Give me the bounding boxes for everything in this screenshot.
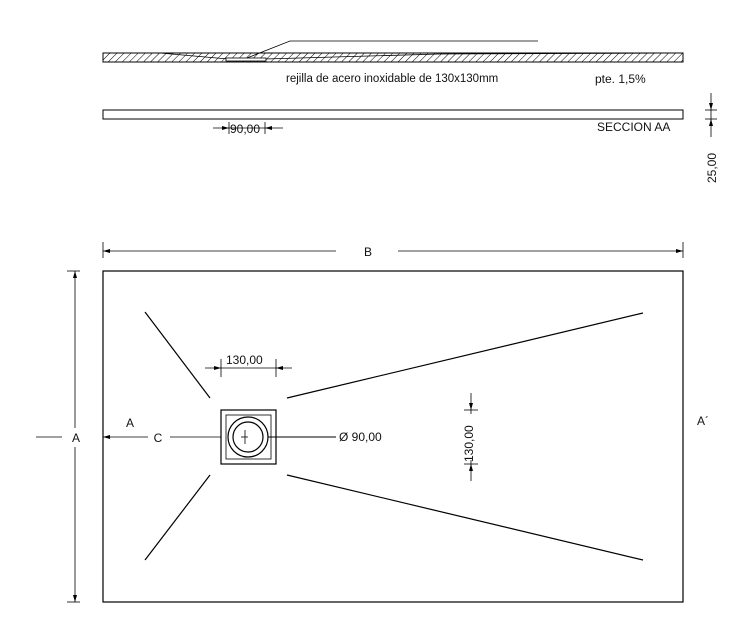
thickness-dimension: 25,00	[705, 93, 719, 183]
section-end-label: A´	[697, 414, 709, 428]
grate-outer	[220, 409, 277, 465]
tray-section-plain	[102, 109, 684, 120]
grate-note: rejilla de acero inoxidable de 130x130mm	[286, 73, 498, 85]
drain-circle-inner	[232, 421, 264, 453]
offset-label: C	[154, 431, 163, 445]
grate-width-label: 130,00	[226, 353, 263, 367]
slope-lines	[144, 311, 644, 561]
section-title: SECCION AA	[597, 120, 670, 134]
height-dimension: A	[67, 270, 80, 603]
grate-width-dimension: 130,00	[205, 352, 292, 377]
width-label: B	[364, 245, 372, 259]
plan-view: B A A A´ C	[36, 242, 709, 603]
section-view: rejilla de acero inoxidable de 130x130mm…	[102, 40, 719, 183]
drain-grate	[220, 409, 277, 465]
thickness-dim-label: 25,00	[705, 153, 719, 183]
height-label: A	[72, 431, 80, 445]
tray-section-hatched	[102, 52, 684, 63]
drain-dim-label: 90,00	[230, 122, 260, 136]
grate-section	[225, 57, 267, 62]
grate-height-dimension: 130,00	[462, 393, 478, 481]
drain-diameter-label: Ø 90,00	[339, 430, 382, 444]
slope-label: pte. 1,5%	[595, 72, 646, 86]
shower-tray-outline	[102, 270, 684, 603]
drain-dimension: 90,00	[213, 122, 283, 136]
width-dimension: B	[102, 242, 684, 259]
grate-leader-line	[246, 40, 538, 59]
section-start-label: A	[126, 416, 134, 430]
grate-height-label: 130,00	[462, 425, 476, 462]
